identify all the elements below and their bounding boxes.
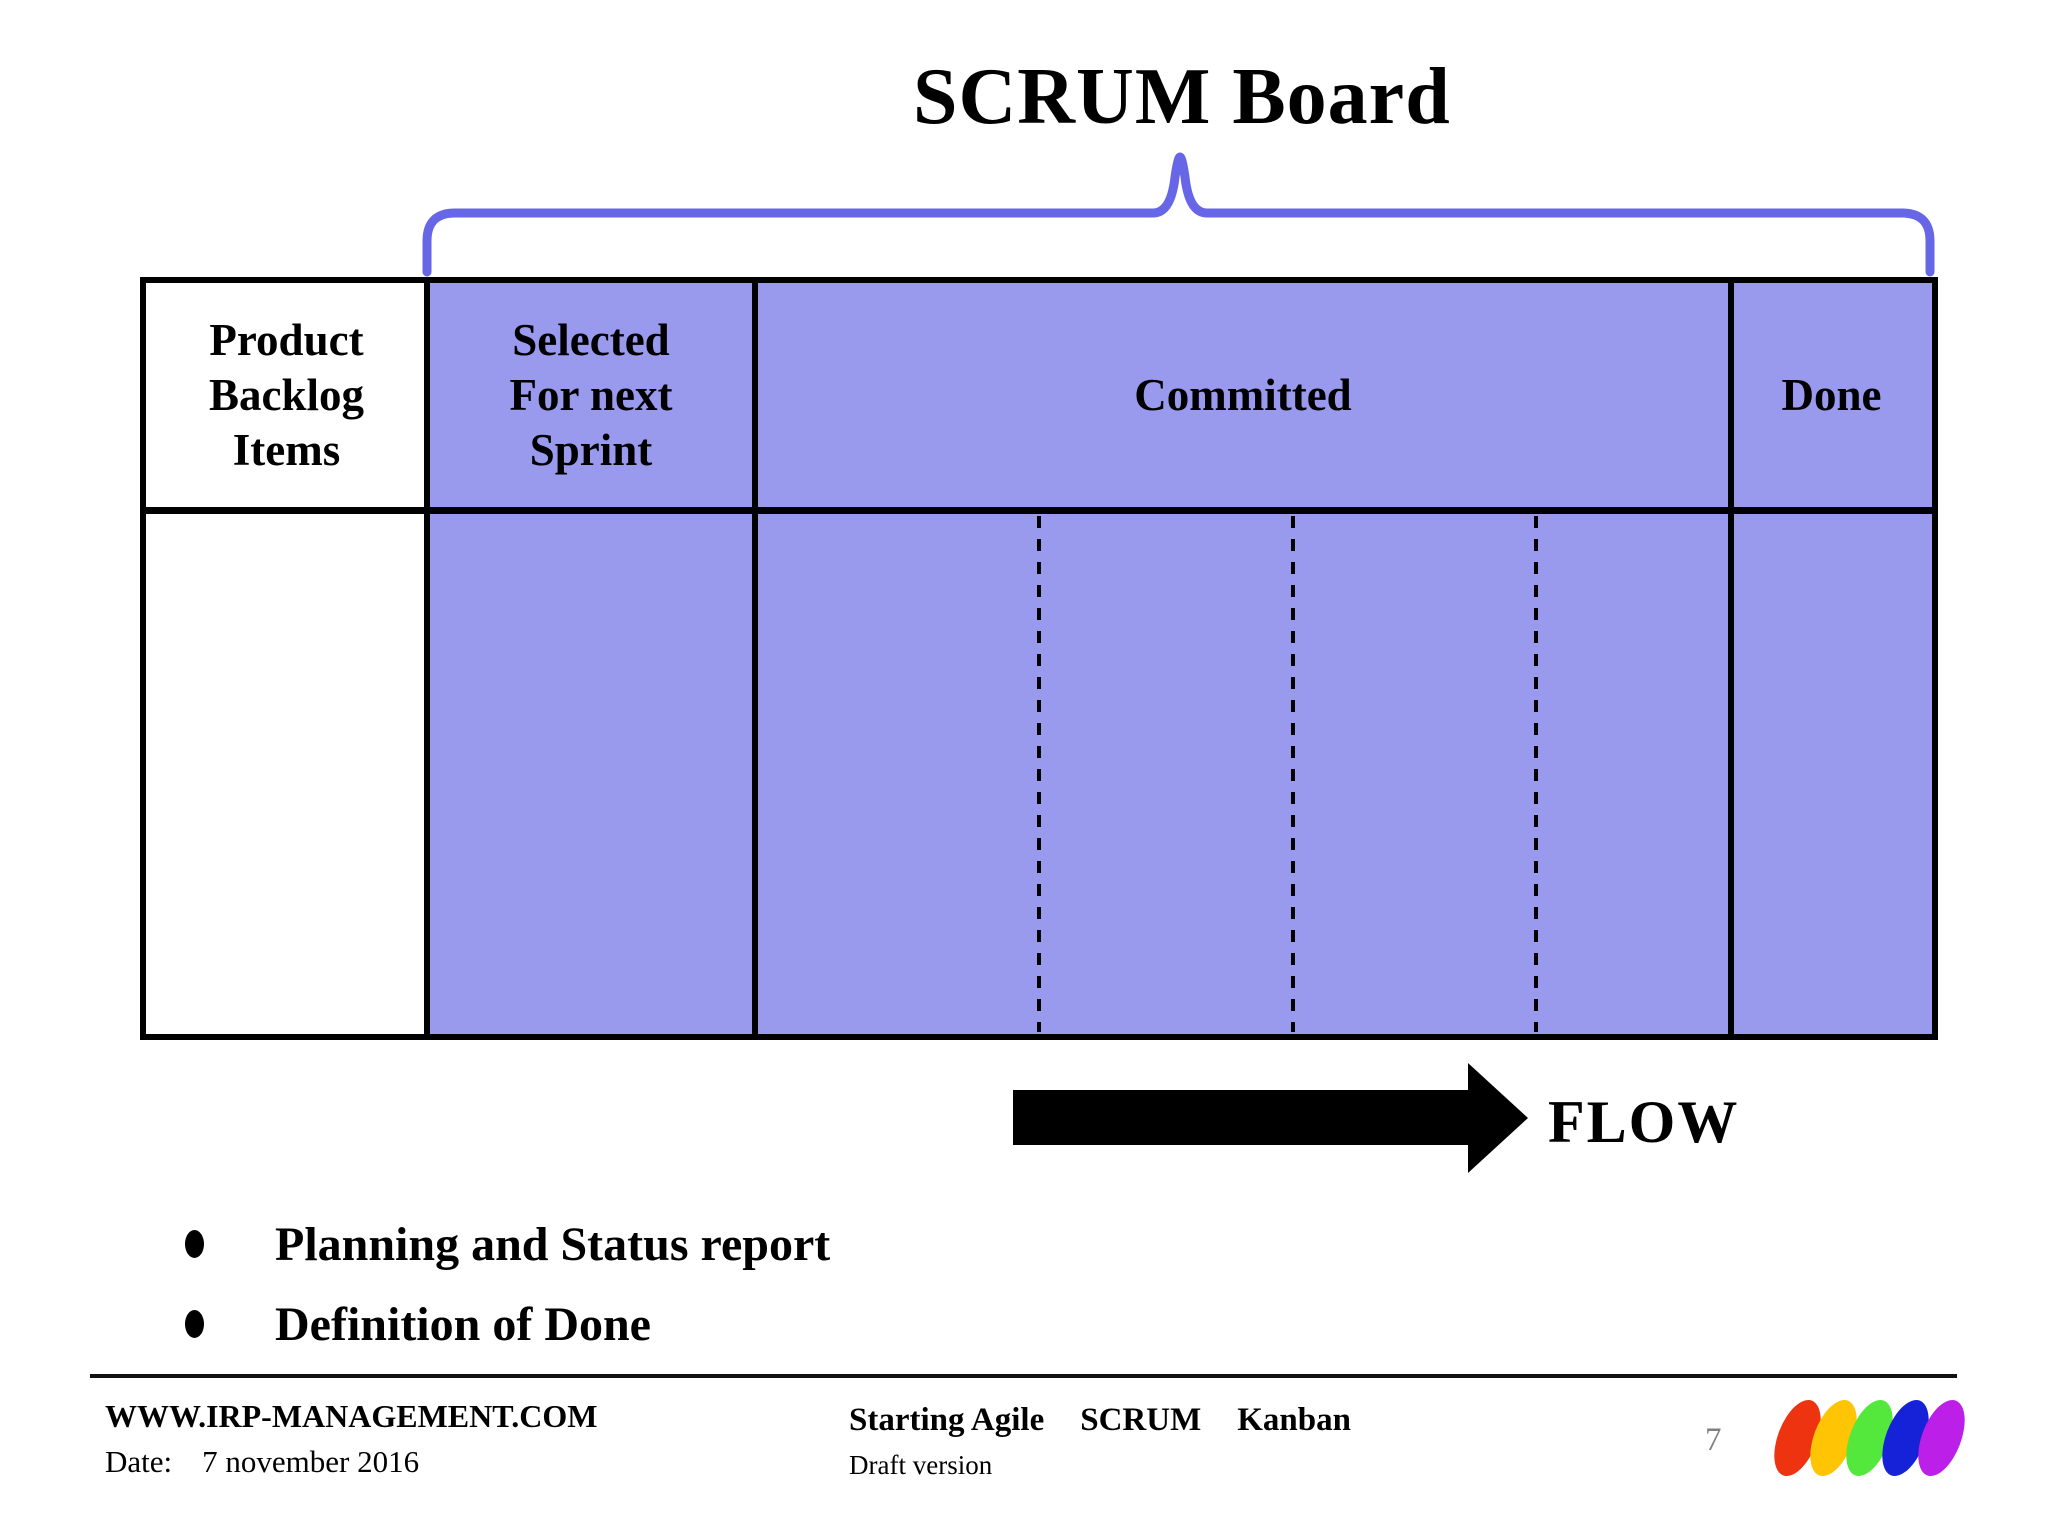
scrum-board-brace-icon [422, 152, 1935, 277]
footer-date-value: 7 november 2016 [202, 1444, 420, 1479]
footer-website: WWW.IRP-MANAGEMENT.COM [105, 1398, 598, 1434]
bullet-text: Definition of Done [275, 1297, 651, 1351]
footer-date-label: Date: [105, 1444, 173, 1479]
footer-divider [90, 1374, 1957, 1378]
footer-version: Draft version [849, 1450, 993, 1480]
committed-swimlane-divider [1291, 516, 1295, 1032]
bullet-item: Planning and Status report [185, 1212, 830, 1276]
scrum-board-table: Product Backlog Items Selected For next … [140, 277, 1938, 1040]
header-line: Sprint [529, 424, 653, 475]
column-header-product-backlog: Product Backlog Items [146, 283, 427, 507]
bullet-text: Planning and Status report [275, 1217, 831, 1271]
committed-swimlane-divider [1534, 516, 1538, 1032]
column-header-done: Done [1731, 283, 1932, 507]
header-line: Done [1781, 369, 1882, 420]
board-body-area [427, 514, 1932, 1034]
footer-course-title: Starting Agile SCRUM Kanban [849, 1402, 1351, 1439]
page-title: SCRUM Board [913, 53, 1451, 141]
page-number: 7 [1705, 1422, 1722, 1458]
column-divider [752, 283, 758, 1034]
header-line: Product [209, 314, 364, 365]
product-backlog-body-cell [146, 514, 427, 1034]
committed-swimlane-divider [1037, 516, 1041, 1032]
column-header-committed: Committed [755, 283, 1731, 507]
header-line: Items [232, 424, 341, 475]
footer-course-part: SCRUM [1080, 1402, 1202, 1438]
column-divider [1728, 283, 1734, 1034]
footer-course-part: Kanban [1237, 1402, 1351, 1438]
header-line: Committed [1134, 369, 1352, 420]
bullet-item: Definition of Done [185, 1292, 651, 1356]
header-line: Backlog [208, 369, 365, 420]
flow-label: FLOW [1548, 1089, 1740, 1155]
column-divider [424, 283, 430, 1034]
header-row-divider [146, 507, 1932, 514]
header-line: For next [509, 369, 673, 420]
flow-arrow-icon [1013, 1063, 1528, 1173]
column-header-selected-for-next-sprint: Selected For next Sprint [427, 283, 755, 507]
footer-date: Date: 7 november 2016 [105, 1444, 419, 1480]
header-line: Selected [512, 314, 670, 365]
company-logo [1764, 1393, 1975, 1483]
bullet-dot-icon [185, 1310, 204, 1338]
bullet-dot-icon [185, 1230, 204, 1258]
footer-course-part: Starting Agile [849, 1402, 1045, 1438]
